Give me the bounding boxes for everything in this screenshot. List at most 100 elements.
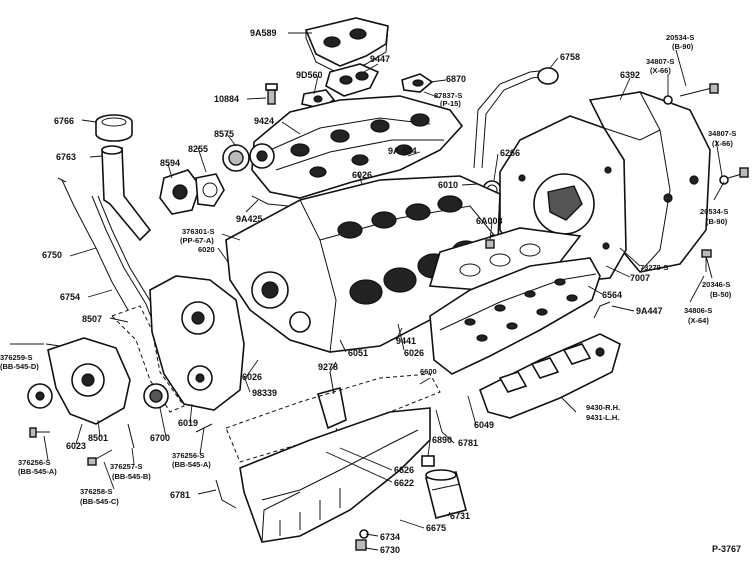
label-9430: 9430-R.H. [586, 403, 620, 412]
label-6020: 6020 [198, 245, 215, 254]
label-376256s-left-sub: (BB-545-A) [18, 467, 57, 476]
thermostat-gasket [195, 173, 225, 207]
washer-34807-top [663, 95, 673, 105]
label-6763: 6763 [56, 152, 76, 162]
label-9a589: 9A589 [250, 28, 277, 38]
label-34807s-right-sub: (X-66) [712, 139, 733, 148]
oil-filter-adapter [421, 455, 435, 467]
label-6049: 6049 [474, 420, 494, 430]
label-34807s-top-sub: (X-66) [650, 66, 671, 75]
label-20534s-right-sub: (B-90) [706, 217, 728, 226]
leader-lines [43, 32, 725, 551]
label-6754: 6754 [60, 292, 80, 302]
label-6026-low: 6026 [242, 372, 262, 382]
label-87837s: 87837-S [434, 91, 462, 100]
cylinder-block [225, 175, 501, 353]
intake-manifold [249, 95, 464, 199]
label-376259s-sub: (BB-545-D) [0, 362, 39, 371]
gasket-6870 [401, 73, 434, 93]
label-6266: 6266 [500, 148, 520, 158]
sensor-10884 [265, 83, 278, 105]
label-6564: 6564 [602, 290, 622, 300]
label-6026-top: 6026 [352, 170, 372, 180]
oil-pan [239, 407, 431, 543]
bolt-376258 [87, 449, 113, 466]
label-20346s-sub: (B-50) [710, 290, 732, 299]
label-6730: 6730 [380, 545, 400, 555]
label-20534s-top-sub: (B-90) [672, 42, 694, 51]
label-6600: 6600 [420, 367, 437, 376]
label-6023: 6023 [66, 441, 86, 451]
bolt-20346 [701, 249, 713, 279]
drain-plug [355, 529, 369, 551]
front-cover-gasket [111, 305, 185, 413]
label-7007: 7007 [630, 273, 650, 283]
figure-id: P-3767 [712, 544, 741, 554]
washer-34807-right [719, 175, 729, 185]
label-9424: 9424 [254, 116, 274, 126]
label-6019: 6019 [178, 418, 198, 428]
label-376258s-sub: (BB-545-C) [80, 497, 119, 506]
label-8501: 8501 [88, 433, 108, 443]
label-6766: 6766 [54, 116, 74, 126]
label-376259s: 376259-S [0, 353, 33, 362]
label-376256s-mid-sub: (BB-545-A) [172, 460, 211, 469]
oil-pan-gasket-end [215, 479, 237, 509]
label-6622: 6622 [394, 478, 414, 488]
label-98339: 98339 [252, 388, 277, 398]
label-376301s: 376301-S [182, 227, 215, 236]
oil-pan-gasket [225, 373, 441, 463]
label-8255: 8255 [188, 144, 208, 154]
label-9d560: 9D560 [296, 70, 323, 80]
cylinder-head [429, 257, 601, 375]
label-6626: 6626 [394, 465, 414, 475]
label-8594: 8594 [160, 158, 180, 168]
label-6734: 6734 [380, 532, 400, 542]
label-34806s: 34806-S [684, 306, 712, 315]
label-376257s-sub: (BB-545-B) [112, 472, 151, 481]
label-9441: 9441 [396, 336, 416, 346]
bolt-20534-top [679, 83, 719, 97]
bolt-376256-left [29, 427, 50, 438]
label-376256s-mid: 376256-S [172, 451, 205, 460]
label-6750: 6750 [42, 250, 62, 260]
oil-filler-cap [95, 114, 133, 142]
label-20534s-top: 20534-S [666, 33, 694, 42]
label-34807s-right: 34807-S [708, 129, 736, 138]
thermostat-housing [159, 169, 201, 215]
label-9431: 9431-L.H. [586, 413, 619, 422]
label-34807s-top: 34807-S [646, 57, 674, 66]
thermostat [222, 144, 250, 172]
label-6010: 6010 [438, 180, 458, 190]
oil-filter [425, 469, 467, 519]
label-9a425: 9A425 [236, 214, 263, 224]
oil-filler-tube [101, 145, 152, 242]
label-6890: 6890 [432, 435, 452, 445]
label-10884: 10884 [214, 94, 239, 104]
label-9447: 9447 [370, 54, 390, 64]
label-6392: 6392 [620, 70, 640, 80]
label-376256s-left: 376256-S [18, 458, 51, 467]
carburetor-gasket [325, 63, 380, 97]
label-6026-mid: 6026 [404, 348, 424, 358]
carburetor-spacer [304, 17, 389, 75]
front-cover [149, 275, 245, 411]
label-6781-left: 6781 [170, 490, 190, 500]
label-9a447: 9A447 [636, 306, 663, 316]
label-6a008: 6A008 [476, 216, 503, 226]
label-376257s: 376257-S [110, 462, 143, 471]
crankshaft-seal [143, 383, 169, 409]
exhaust-manifold [479, 333, 621, 419]
label-6781-right: 6781 [458, 438, 478, 448]
label-34806s-sub: (X-64) [688, 316, 709, 325]
wire-9a447 [593, 301, 611, 319]
head-gasket [428, 227, 582, 291]
label-20346s: 20346-S [702, 280, 730, 289]
plug-6a008 [485, 239, 495, 249]
label-6675: 6675 [426, 523, 446, 533]
label-6870: 6870 [446, 74, 466, 84]
label-6051: 6051 [348, 348, 368, 358]
water-pump [27, 337, 131, 425]
label-6758: 6758 [560, 52, 580, 62]
